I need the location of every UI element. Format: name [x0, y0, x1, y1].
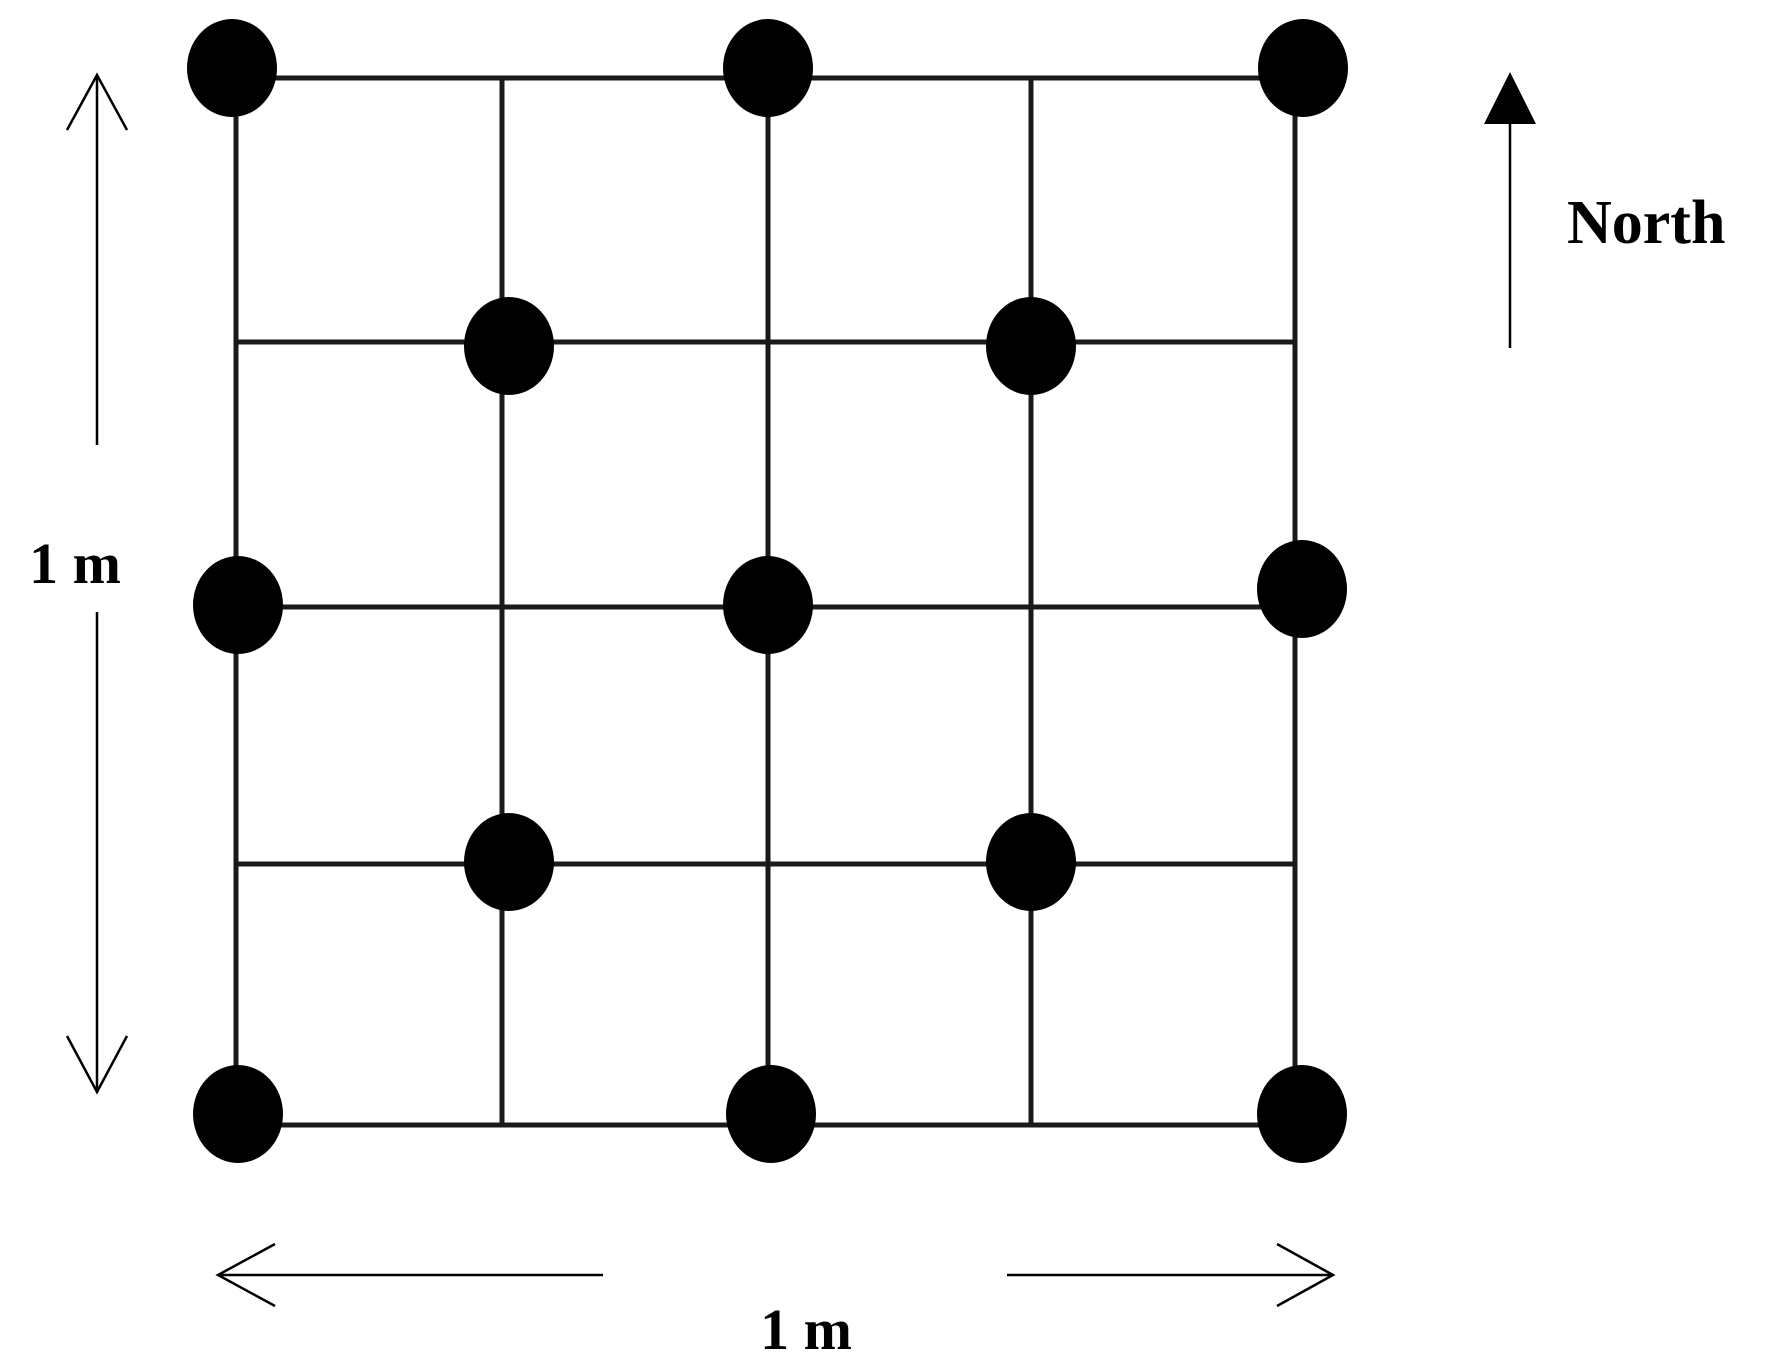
- sampling-point-inner-se: [986, 813, 1076, 911]
- height-arrow-down-head-icon: [65, 1035, 129, 1095]
- height-dimension-label: 1 m: [29, 531, 121, 596]
- sampling-point-se: [1257, 1065, 1347, 1163]
- north-arrow: [1484, 72, 1536, 348]
- width-arrow-right-head-icon: [1276, 1242, 1336, 1308]
- sampling-point-inner-ne: [986, 297, 1076, 395]
- sampling-point-nw: [187, 19, 277, 117]
- sampling-point-ne: [1258, 19, 1348, 117]
- sampling-point-center: [723, 556, 813, 654]
- sampling-point-inner-sw: [464, 813, 554, 911]
- sampling-point-inner-nw: [464, 297, 554, 395]
- height-dimension-arrow: [65, 72, 129, 1095]
- north-label: North: [1567, 189, 1725, 257]
- sampling-points: [187, 19, 1348, 1163]
- width-dimension-label: 1 m: [760, 1297, 852, 1362]
- sampling-point-e: [1257, 540, 1347, 638]
- sampling-point-w: [193, 556, 283, 654]
- width-dimension-arrow: [215, 1242, 1336, 1308]
- sampling-point-s: [726, 1065, 816, 1163]
- sampling-point-sw: [193, 1065, 283, 1163]
- sampling-point-n: [723, 19, 813, 117]
- north-arrow-head-icon: [1484, 72, 1536, 124]
- height-arrow-up-head-icon: [65, 72, 129, 131]
- width-arrow-left-head-icon: [215, 1242, 276, 1308]
